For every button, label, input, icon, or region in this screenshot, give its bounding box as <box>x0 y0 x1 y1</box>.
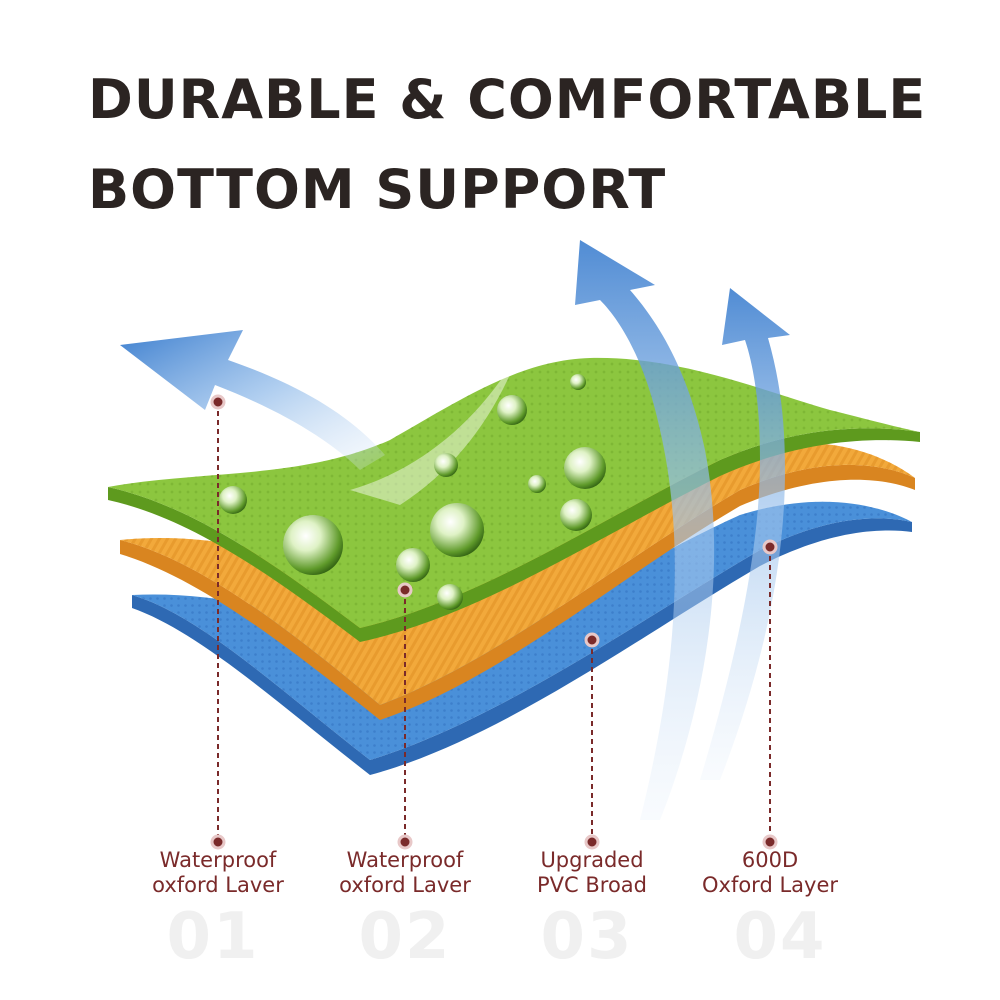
layer-number-4: 04 <box>733 900 827 974</box>
layer-number-3: 03 <box>540 900 634 974</box>
callout-dot-4-top <box>762 539 778 555</box>
layer-caption-4-line-1: 600D <box>741 848 799 872</box>
water-droplet-icon <box>219 374 606 610</box>
layer-caption-1-line-2: oxford Laver <box>152 873 284 897</box>
callout-dot-1-top <box>210 394 226 410</box>
layer-caption-3-line-2: PVC Broad <box>537 873 647 897</box>
callout-leaders <box>217 402 771 842</box>
callout-dot-4-bottom <box>762 834 778 850</box>
layer-caption-4-line-2: Oxford Layer <box>701 873 839 897</box>
callout-dot-3-top <box>584 632 600 648</box>
layer-caption-3-line-1: Upgraded <box>540 848 644 872</box>
callout-dot-2-bottom <box>397 834 413 850</box>
layer-caption-2-line-1: Waterproof <box>346 848 464 872</box>
callout-dot-3-bottom <box>584 834 600 850</box>
callout-dot-1-bottom <box>210 834 226 850</box>
layer-number-1: 01 <box>166 900 260 974</box>
layer-caption-3: Upgraded PVC Broad <box>487 848 697 898</box>
callout-dots <box>210 394 778 850</box>
layer-caption-2: Waterproof oxford Laver <box>300 848 510 898</box>
callout-dot-2-top <box>397 582 413 598</box>
layer-caption-4: 600D Oxford Layer <box>665 848 875 898</box>
layer-number-2: 02 <box>358 900 452 974</box>
layer-caption-2-line-2: oxford Laver <box>339 873 471 897</box>
layer-caption-1: Waterproof oxford Laver <box>113 848 323 898</box>
headline-line-1: DURABLE & COMFORTABLE <box>88 68 927 131</box>
layer-caption-1-line-1: Waterproof <box>159 848 277 872</box>
headline-line-2: BOTTOM SUPPORT <box>88 158 667 221</box>
